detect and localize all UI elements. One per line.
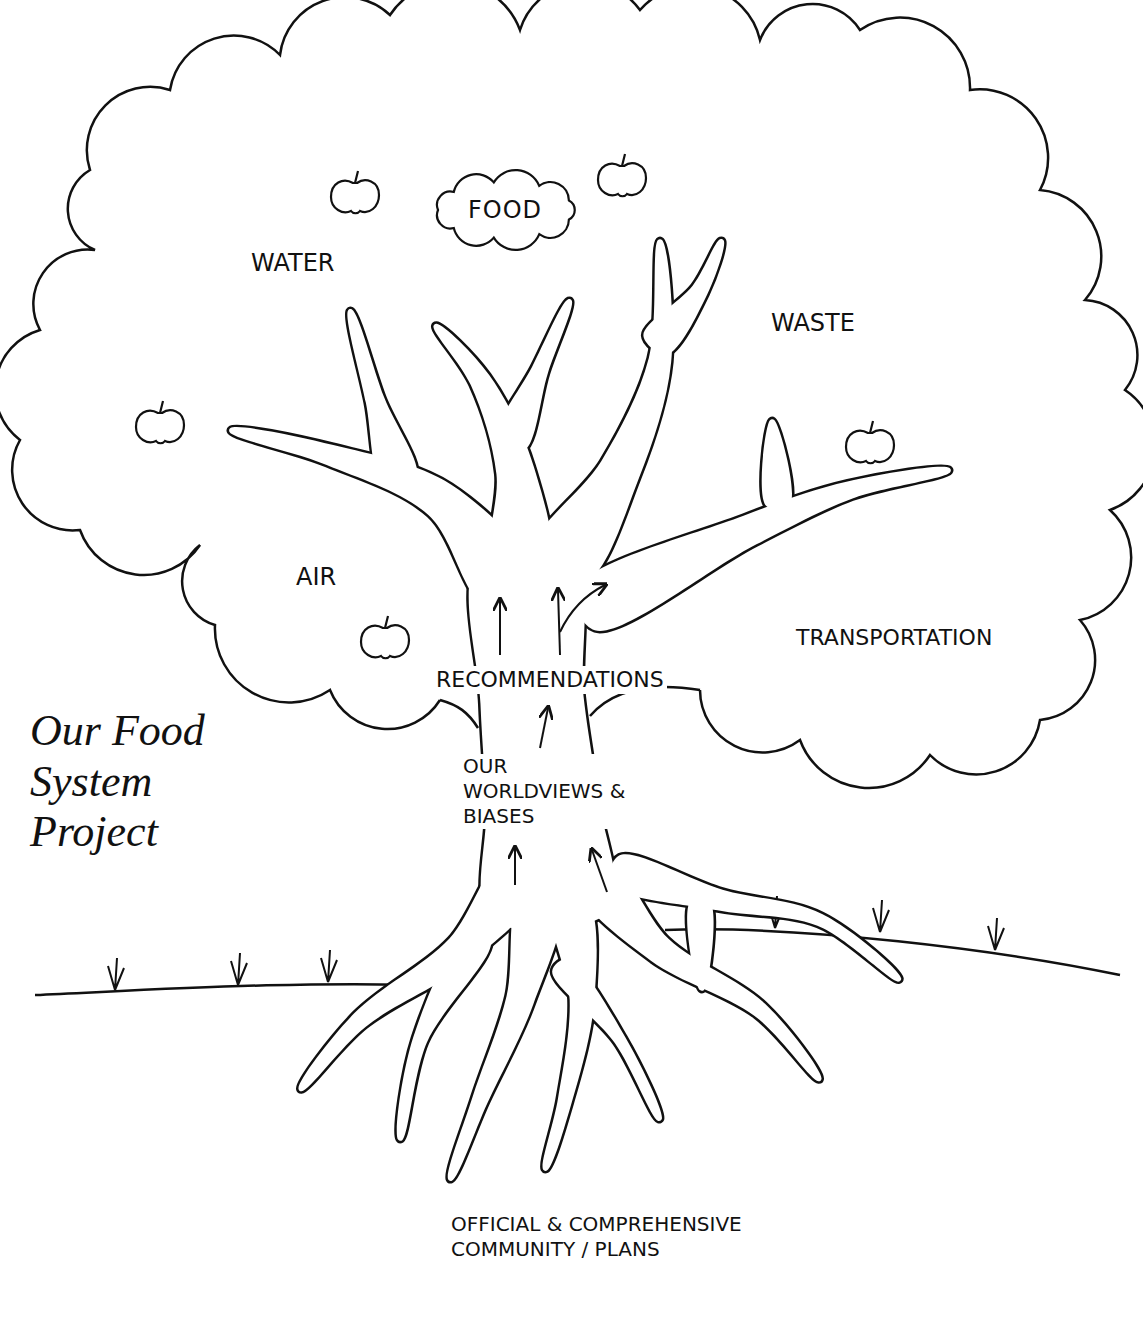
flow-arrow <box>558 590 560 655</box>
apple-body <box>331 180 379 213</box>
tree-fill <box>762 419 792 509</box>
tree-fill <box>347 309 417 489</box>
apple <box>136 401 184 443</box>
flow-arrow <box>592 850 607 892</box>
diagram-title: Our Food System Project <box>30 706 270 858</box>
apple-body <box>598 163 646 196</box>
flow-arrow <box>514 848 516 885</box>
apple-stem <box>355 171 358 183</box>
tree-fill <box>543 899 597 1171</box>
tree-label: WATER <box>248 248 337 278</box>
tree-fill <box>643 239 724 355</box>
grass-tuft <box>873 900 889 932</box>
tree-label: TRANSPORTATION <box>793 624 995 652</box>
apple-body <box>361 625 409 658</box>
tree-label: RECOMMENDATIONS <box>433 666 667 694</box>
apple-body <box>846 430 894 463</box>
flow-arrow <box>560 585 605 632</box>
grass-tuft <box>321 950 337 982</box>
tree-fill <box>448 893 562 1181</box>
tree-label: AIR <box>293 562 339 592</box>
apple-stem <box>160 401 163 413</box>
cloud-shape <box>437 170 575 250</box>
apple <box>598 154 646 196</box>
tree-label: OUR WORLDVIEWS & BIASES <box>460 754 638 829</box>
tree-fill <box>552 959 662 1121</box>
trunk-join <box>440 700 478 728</box>
apple-stem <box>385 616 388 628</box>
node-text: FOOD <box>468 196 542 224</box>
tree-fill <box>609 854 901 981</box>
tree-label: OFFICIAL & COMPREHENSIVE COMMUNITY / PLA… <box>448 1212 794 1262</box>
tree-outline <box>762 419 792 509</box>
tree-outline <box>609 854 901 981</box>
tree-canopy <box>0 0 1143 788</box>
grass-tuft <box>231 953 247 985</box>
grass-tuft <box>988 918 1004 950</box>
cloud-node: FOOD <box>428 173 583 247</box>
tree-fill <box>687 899 713 991</box>
apple <box>846 421 894 463</box>
tree-fill <box>583 867 822 1082</box>
tree-fill <box>496 299 573 452</box>
tree-label: WASTE <box>768 308 858 338</box>
apple <box>331 171 379 213</box>
tree-outline <box>496 299 573 452</box>
tree-fill <box>534 239 672 581</box>
grass-tuft <box>108 958 124 990</box>
flow-arrow <box>540 708 548 748</box>
flow-arrow <box>499 600 501 655</box>
tree-outline <box>534 239 672 581</box>
apple-stem <box>870 421 873 433</box>
apple <box>361 616 409 658</box>
apple-body <box>136 410 184 443</box>
apple-stem <box>622 154 625 166</box>
tree-fill <box>433 324 551 573</box>
